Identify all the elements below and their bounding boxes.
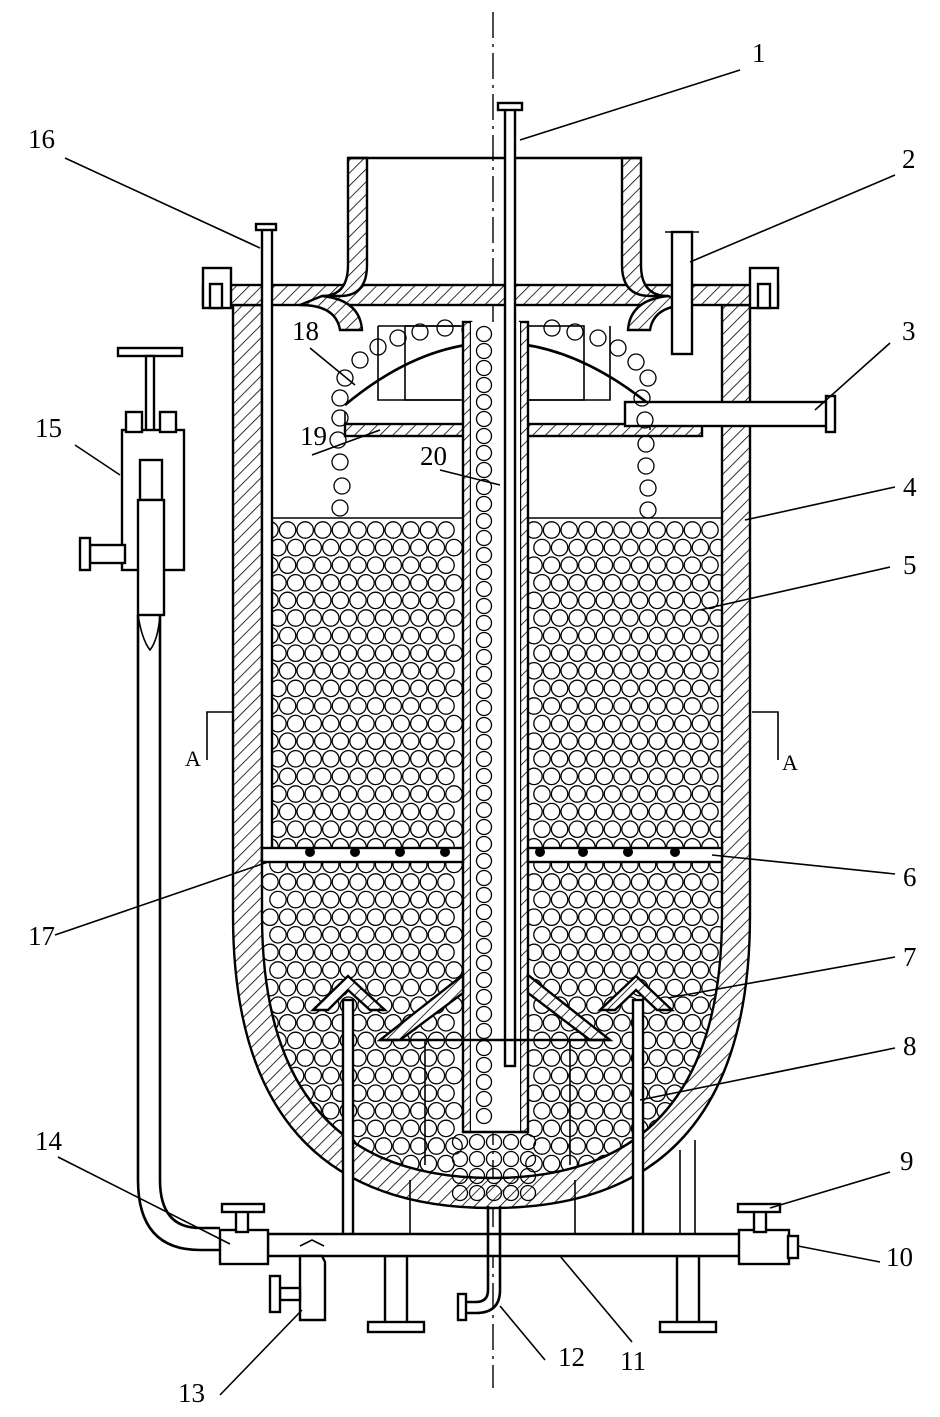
callout-16: 16 <box>28 124 55 154</box>
return-tube <box>136 615 220 1252</box>
header-pipe-11 <box>266 1232 744 1258</box>
callout-1: 1 <box>752 38 766 68</box>
tube-spheres <box>451 325 537 1202</box>
nozzle-2 <box>665 230 699 356</box>
callout-20: 20 <box>420 441 447 471</box>
cone-distributors <box>310 972 676 1165</box>
callout-13: 13 <box>178 1378 205 1408</box>
callout-5: 5 <box>903 550 917 580</box>
callout-15: 15 <box>35 413 62 443</box>
callout-18: 18 <box>292 316 319 346</box>
callout-6: 6 <box>903 862 917 892</box>
callout-12: 12 <box>558 1342 585 1372</box>
valve-13 <box>268 1239 327 1322</box>
valve-right <box>736 1202 800 1266</box>
callout-labels: 1 2 3 4 5 6 7 8 9 10 11 12 13 14 15 16 1… <box>28 38 917 1408</box>
callout-4: 4 <box>903 472 917 502</box>
perforated-plate <box>260 846 724 864</box>
callout-14: 14 <box>35 1126 63 1156</box>
callout-7: 7 <box>903 942 917 972</box>
callout-2: 2 <box>902 144 916 174</box>
callout-11: 11 <box>620 1346 646 1376</box>
callout-3: 3 <box>902 316 916 346</box>
central-tube <box>461 320 530 1134</box>
support-legs <box>366 1140 718 1334</box>
callout-10: 10 <box>886 1242 913 1272</box>
section-mark-right: A <box>782 750 798 775</box>
callout-19: 19 <box>300 421 327 451</box>
rod-1 <box>496 101 524 1068</box>
inlet-pipe-3 <box>623 394 837 434</box>
leader-lines <box>54 69 896 1396</box>
callout-8: 8 <box>903 1031 917 1061</box>
callout-9: 9 <box>900 1146 914 1176</box>
valve-left <box>218 1202 270 1266</box>
callout-17: 17 <box>28 921 55 951</box>
section-marks <box>206 711 779 760</box>
drain-pipe-12 <box>456 1206 502 1322</box>
section-mark-left: A <box>185 746 201 771</box>
feeder-15 <box>78 346 186 652</box>
